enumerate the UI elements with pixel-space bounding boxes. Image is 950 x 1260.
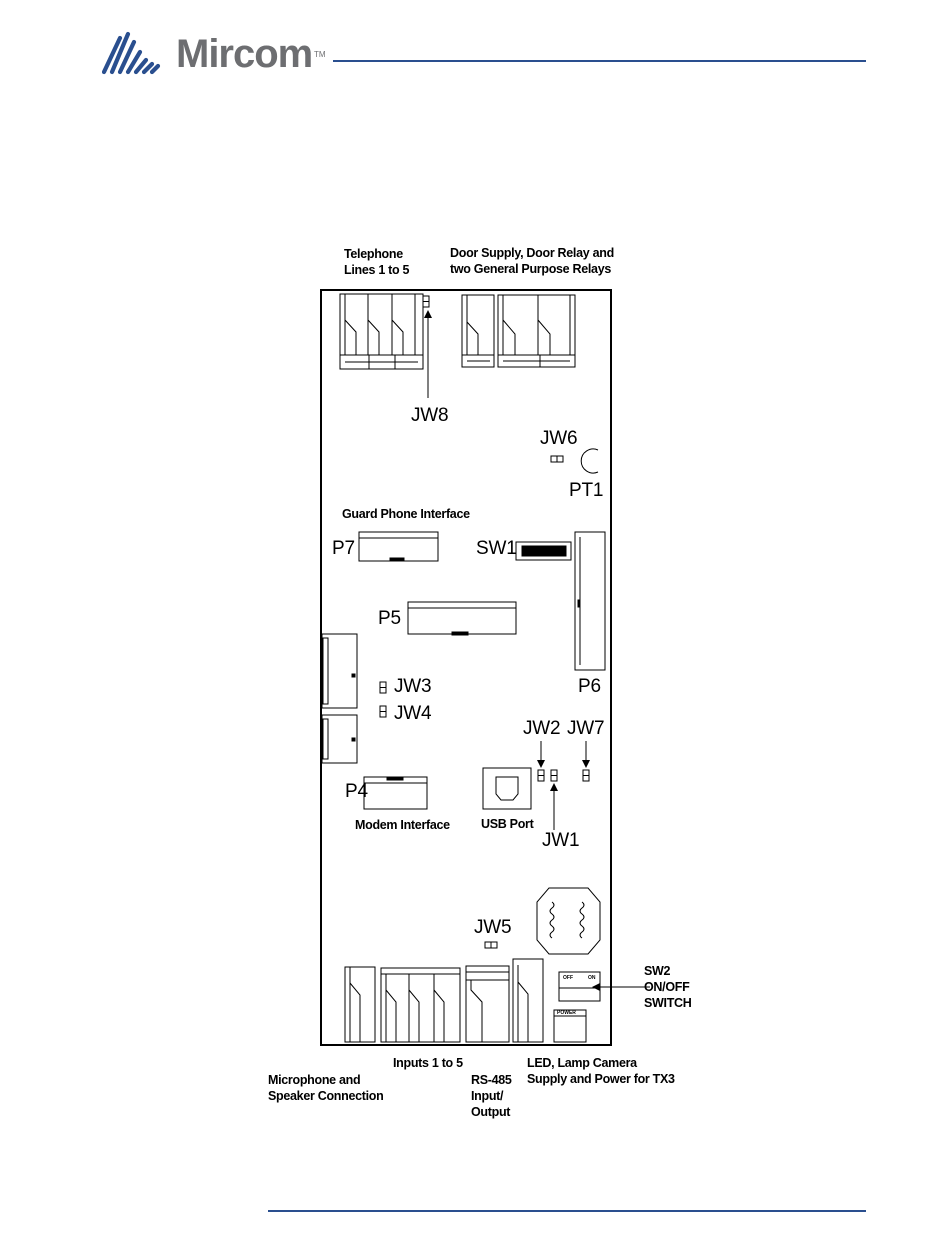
rs485-label: RS-485 Input/ Output — [471, 1073, 512, 1119]
telephone-terminal-block — [339, 293, 424, 370]
led-lamp-label: LED, Lamp Camera Supply and Power for TX… — [527, 1056, 675, 1086]
rs485-connector — [465, 965, 510, 1043]
usb-port — [482, 767, 532, 810]
telephone-label: Telephone Lines 1 to 5 — [344, 247, 410, 277]
transformer — [536, 887, 601, 955]
board-outline — [320, 289, 612, 1046]
brand-trademark: TM — [314, 50, 326, 59]
modem-label: Modem Interface — [355, 818, 450, 832]
left-side-connectors — [321, 633, 358, 764]
footer-rule — [268, 1210, 866, 1212]
inputs-label: Inputs 1 to 5 — [393, 1056, 463, 1070]
microphone-speaker-connector — [344, 966, 376, 1043]
p5-label: P5 — [378, 608, 401, 629]
jw4-label: JW4 — [394, 703, 432, 724]
logo-stroke-3 — [125, 49, 143, 75]
door-supply-label: Door Supply, Door Relay and two General … — [450, 246, 614, 276]
p6-label: P6 — [578, 676, 601, 697]
jw2-label: JW2 — [523, 718, 561, 739]
logo-stroke-4 — [133, 57, 149, 75]
jw6-label: JW6 — [540, 428, 578, 449]
sw2-off-mark: OFF — [563, 975, 573, 981]
usb-label: USB Port — [481, 817, 534, 831]
jw5-label: JW5 — [474, 917, 512, 938]
brand-name: Mircom — [176, 32, 313, 76]
sw1-label: SW1 — [476, 538, 517, 559]
logo-stroke-0 — [102, 35, 123, 75]
logo-stroke-5 — [141, 61, 155, 75]
mircom-logo-icon — [102, 31, 161, 75]
logo-stroke-1 — [109, 31, 131, 75]
power-connector — [553, 1009, 587, 1043]
led-lamp-connector — [512, 958, 544, 1043]
jw1-label: JW1 — [542, 830, 580, 851]
jw3-label: JW3 — [394, 676, 432, 697]
inputs-connector — [380, 967, 461, 1043]
logo-stroke-2 — [117, 39, 137, 75]
p7-label: P7 — [332, 538, 355, 559]
p4-connector — [363, 776, 428, 810]
jw8-label: JW8 — [411, 405, 449, 426]
pt1-label: PT1 — [569, 480, 604, 501]
p4-label: P4 — [345, 781, 368, 802]
p7-connector — [358, 531, 439, 562]
door-supply-terminal-blocks — [461, 294, 576, 368]
p5-connector — [407, 601, 517, 636]
guard-phone-label: Guard Phone Interface — [342, 507, 470, 521]
logo-stroke-6 — [149, 63, 161, 75]
sw2-on-mark: ON — [588, 975, 596, 981]
microphone-label: Microphone and Speaker Connection — [268, 1073, 384, 1103]
pt1-component — [580, 448, 599, 474]
sw2-label: SW2 ON/OFF SWITCH — [644, 964, 692, 1010]
header-rule — [333, 60, 866, 62]
jw7-label: JW7 — [567, 718, 605, 739]
p6-connector — [574, 531, 606, 671]
sw1-dip-switch — [515, 541, 572, 561]
power-mark: POWER — [557, 1010, 576, 1016]
